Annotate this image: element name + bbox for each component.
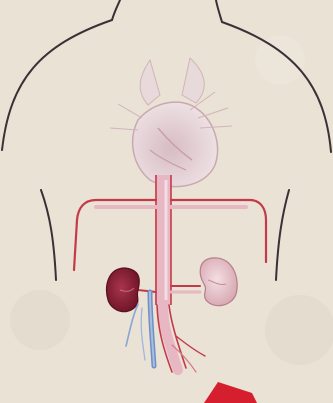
aorta — [156, 175, 171, 305]
left-kidney — [107, 268, 140, 312]
